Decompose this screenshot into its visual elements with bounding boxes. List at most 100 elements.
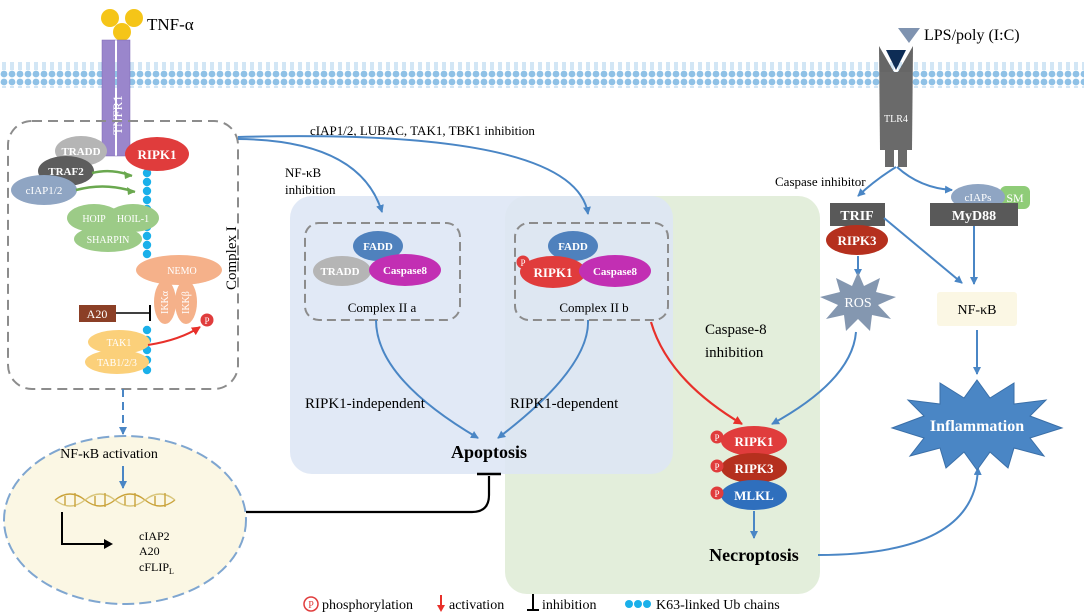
complex-iia-box xyxy=(304,222,461,321)
ros-label: ROS xyxy=(844,296,871,311)
phospho-letter-2: P xyxy=(714,462,719,472)
nfkb-activation-region xyxy=(3,435,247,605)
tlr4-ligand-binding xyxy=(886,50,906,70)
sm-label: SM xyxy=(1006,191,1024,205)
tak1-activation-arrow xyxy=(147,326,201,346)
ikk-phospho-mark xyxy=(200,313,214,327)
ripk1-iib-label: RIPK1 xyxy=(534,265,573,280)
ikkb-label: IKKβ xyxy=(181,291,192,314)
nfkb-label: NF-κB xyxy=(958,303,997,318)
top-inhibition-label: cIAP1/2, LUBAC, TAK1, TBK1 inhibition xyxy=(310,123,535,138)
ciap-to-ripk1-arrow xyxy=(75,185,136,194)
casp8-inhibition-label-2: inhibition xyxy=(705,345,764,361)
gene-cflip: cFLIPL xyxy=(139,560,174,576)
phospho-letter-3: P xyxy=(714,489,719,499)
tak1-label: TAK1 xyxy=(107,338,132,349)
ripk3-necro-label: RIPK3 xyxy=(735,461,775,476)
ripk3-node-necrosome xyxy=(721,453,787,483)
phospho-letter-1: P xyxy=(714,433,719,443)
apoptosis-outcome: Apoptosis xyxy=(451,442,527,462)
nfkb-inhibits-apoptosis xyxy=(246,476,491,514)
legend-inhibition: inhibition xyxy=(542,598,596,613)
ciap12-label: cIAP1/2 xyxy=(26,185,63,197)
mlkl-label: MLKL xyxy=(734,488,774,503)
ripk1-iib-phospho-mark xyxy=(516,255,530,269)
fadd-node-iia xyxy=(353,231,403,261)
tlr4-receptor xyxy=(879,46,913,167)
complex-iia-label: Complex II a xyxy=(348,300,417,315)
caspase8-iia-label: Caspase8 xyxy=(383,265,428,277)
necroptosis-to-inflammation-arrow xyxy=(817,467,982,556)
caspase8-node-iia xyxy=(369,254,441,286)
ikka-label: IKKα xyxy=(160,290,171,314)
traf2-label: TRAF2 xyxy=(48,166,84,178)
tnfr1-label: TNFR1 xyxy=(110,95,125,135)
ciap12-node xyxy=(11,175,77,205)
ikka-node xyxy=(154,280,176,324)
fadd-iib-label: FADD xyxy=(558,241,588,253)
caspase8-iib-label: Caspase8 xyxy=(593,266,638,278)
necrosome-phospho-marks xyxy=(710,430,724,500)
legend-activation: activation xyxy=(449,598,504,613)
necroptosis-outcome: Necroptosis xyxy=(709,545,799,565)
sharpin-label: SHARPIN xyxy=(87,235,130,246)
lps-ligand-triangle xyxy=(898,28,920,43)
lps-label: LPS/poly (I:C) xyxy=(924,27,1020,44)
cell-membrane xyxy=(0,62,1084,88)
hoip-node xyxy=(67,204,121,232)
a20-label: A20 xyxy=(87,307,108,321)
hoip-label: HOIP xyxy=(82,214,106,225)
complex-i-label: Complex I xyxy=(224,226,240,290)
ripk1-node-necrosome xyxy=(721,426,787,456)
ikk-phospho-letter: P xyxy=(204,316,209,326)
ros-to-necrosome-arrow xyxy=(771,331,857,425)
ripk1-label: RIPK1 xyxy=(138,147,177,162)
casp8-inhibition-label-1: Caspase-8 xyxy=(705,322,767,338)
nfkb-node xyxy=(937,292,1017,326)
fadd-node-iib xyxy=(548,231,598,261)
inflammation-burst xyxy=(890,379,1064,471)
nemo-node xyxy=(136,255,222,285)
tradd-iia-label: TRADD xyxy=(320,266,359,278)
nemo-label: NEMO xyxy=(167,266,196,277)
tradd-node-iia xyxy=(313,256,371,286)
ripk3-node-tlr xyxy=(826,225,888,255)
legend: P phosphorylation activation inhibition … xyxy=(303,594,780,613)
inflammation-outcome: Inflammation xyxy=(930,418,1024,435)
tab-node xyxy=(85,350,149,374)
trif-label: TRIF xyxy=(840,209,873,224)
tnf-alpha-ligand xyxy=(101,9,143,41)
legend-phosphorylation: phosphorylation xyxy=(322,598,413,613)
nfkb-inhibition-label-1: NF-κB xyxy=(285,165,321,180)
complex-i-to-iib-arrow xyxy=(237,135,591,215)
tradd-label: TRADD xyxy=(61,146,100,158)
trif-node xyxy=(830,203,885,226)
myd88-node xyxy=(930,203,1018,226)
caspase8-node-iib xyxy=(579,255,651,287)
iib-to-apoptosis-arrow xyxy=(497,319,590,439)
ripk1-iib-phospho-letter: P xyxy=(520,258,525,268)
tlr4-label: TLR4 xyxy=(884,114,908,125)
tak1-node xyxy=(88,330,150,354)
transcription-arrow xyxy=(61,512,104,545)
nfkb-activation-title: NF-κB activation xyxy=(60,447,158,462)
apoptosis-zone xyxy=(290,196,673,474)
legend-ub-icon xyxy=(625,600,633,608)
ripk3-tlr-label: RIPK3 xyxy=(838,233,878,248)
complex-i-to-iia-arrow xyxy=(237,138,384,213)
dna-helix-icon xyxy=(54,493,176,507)
sharpin-node xyxy=(74,226,142,252)
ripk1-independent-label: RIPK1-independent xyxy=(305,396,426,412)
ikkb-node xyxy=(175,280,197,324)
tlr4-to-trif-arrow xyxy=(857,166,897,197)
mlkl-node xyxy=(721,480,787,510)
myd88-label: MyD88 xyxy=(952,209,996,224)
legend-phospho-icon: P xyxy=(308,600,314,611)
complex-iib-box xyxy=(514,222,669,321)
ciaps-label: cIAPs xyxy=(965,192,992,204)
ripk1-dependent-label: RIPK1-dependent xyxy=(510,396,619,412)
gene-a20: A20 xyxy=(139,544,160,558)
complex-iib-label: Complex II b xyxy=(559,300,628,315)
iia-to-apoptosis-arrow xyxy=(375,319,479,439)
